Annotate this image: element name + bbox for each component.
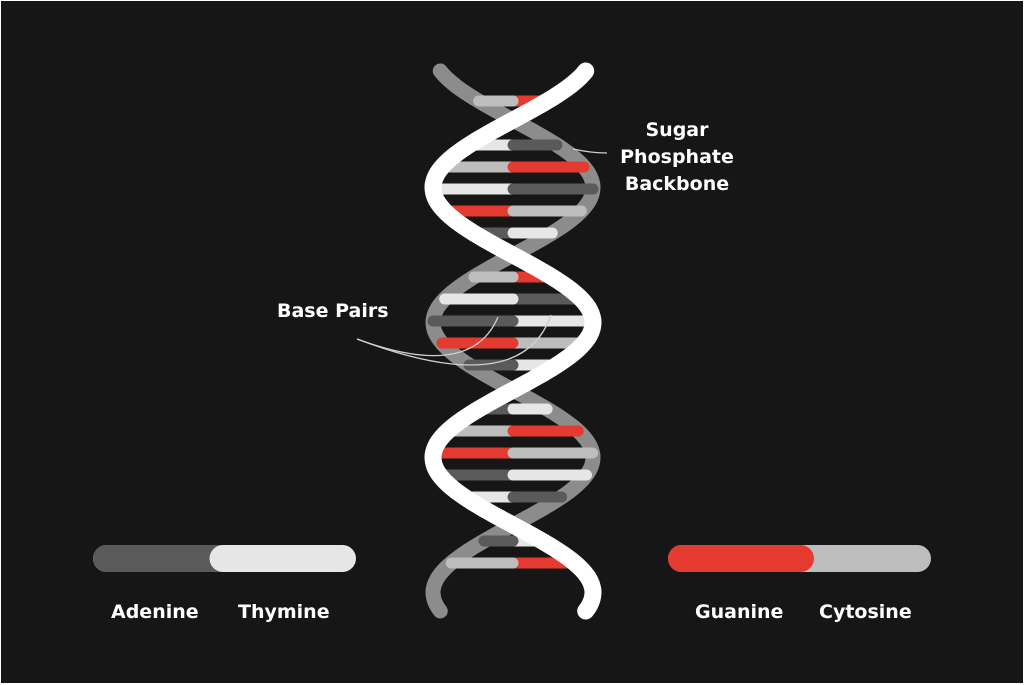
- cytosine-legend-label: Cytosine: [819, 601, 912, 623]
- front-backbone-strand: [424, 62, 602, 620]
- base-pairs-leader-line-2: [356, 314, 552, 366]
- backbone-label-line-2: Phosphate: [620, 146, 734, 168]
- base-pairs-leader-line-1: [356, 316, 499, 357]
- thymine-legend-label: Thymine: [238, 601, 330, 623]
- backbone-label-line-1: Sugar: [645, 119, 709, 141]
- sugar-phosphate-backbone-label: Sugar Phosphate Backbone: [613, 117, 741, 198]
- leader-lines: [356, 148, 608, 366]
- adenine-legend-label: Adenine: [111, 601, 199, 623]
- guanine-legend-label: Guanine: [695, 601, 784, 623]
- legend-bars: [93, 545, 931, 572]
- guanine-cytosine-legend-bar: [668, 545, 931, 572]
- adenine-bar-segment: [93, 545, 223, 572]
- guanine-bar-segment: [668, 545, 814, 572]
- backbone-leader-line: [572, 148, 608, 154]
- backbone-label-line-3: Backbone: [624, 173, 730, 195]
- front-strand-ribbon: [424, 62, 602, 620]
- adenine-thymine-legend-bar: [93, 545, 356, 572]
- base-pairs-label: Base Pairs: [277, 300, 389, 322]
